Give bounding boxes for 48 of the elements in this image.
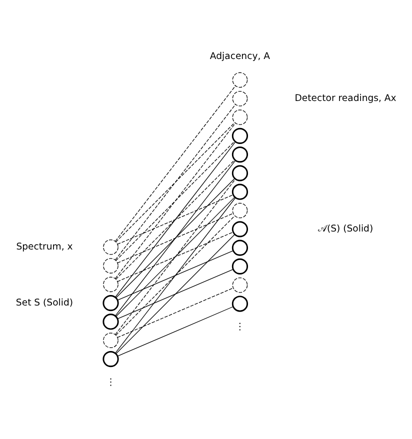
- connector: [117, 269, 234, 320]
- node-circle: [232, 240, 248, 256]
- connector: [117, 306, 234, 356]
- connector: [115, 178, 236, 335]
- label: Detector readings, Ax: [294, 93, 396, 104]
- connector: [117, 232, 234, 282]
- connector: [115, 141, 236, 298]
- label: 𝒜(S) (Solid): [318, 224, 374, 235]
- node-circle: [232, 296, 248, 312]
- node-circle: [102, 350, 119, 368]
- node-circle: [232, 258, 248, 275]
- node-circle: [103, 258, 118, 274]
- connector: [115, 160, 236, 316]
- connector: [115, 86, 236, 242]
- connector: [115, 197, 236, 354]
- connector: [116, 122, 235, 242]
- connector: [117, 250, 234, 301]
- node-circle: [103, 239, 118, 255]
- node-circle: [103, 332, 118, 348]
- connector: [116, 234, 235, 354]
- connector: [116, 178, 235, 298]
- connector: [116, 141, 235, 261]
- node-circle: [102, 295, 119, 312]
- connector: [115, 104, 236, 260]
- node-circle: [103, 276, 118, 292]
- connector: [117, 288, 234, 338]
- connector: [116, 160, 235, 280]
- label: Set S (Solid): [16, 298, 74, 309]
- connector: [117, 194, 234, 245]
- node-circle: [232, 128, 248, 144]
- node-circle: [232, 202, 248, 218]
- connector: [116, 216, 235, 336]
- node-circle: [232, 90, 248, 106]
- label: Spectrum, x: [16, 242, 73, 253]
- connector: [115, 122, 236, 279]
- node-circle: [232, 110, 248, 125]
- node-circle: [102, 314, 119, 330]
- node-circle: [232, 72, 248, 88]
- node-circle: [232, 165, 248, 182]
- node-circle: [232, 146, 248, 163]
- node-circle: [232, 277, 248, 293]
- label: ⋮: [235, 322, 245, 333]
- connector: [117, 213, 234, 264]
- node-circle: [232, 221, 248, 238]
- node-circle: [232, 184, 248, 200]
- label: ⋮: [106, 376, 116, 388]
- label: Adjacency, A: [210, 51, 270, 62]
- connector: [116, 196, 235, 317]
